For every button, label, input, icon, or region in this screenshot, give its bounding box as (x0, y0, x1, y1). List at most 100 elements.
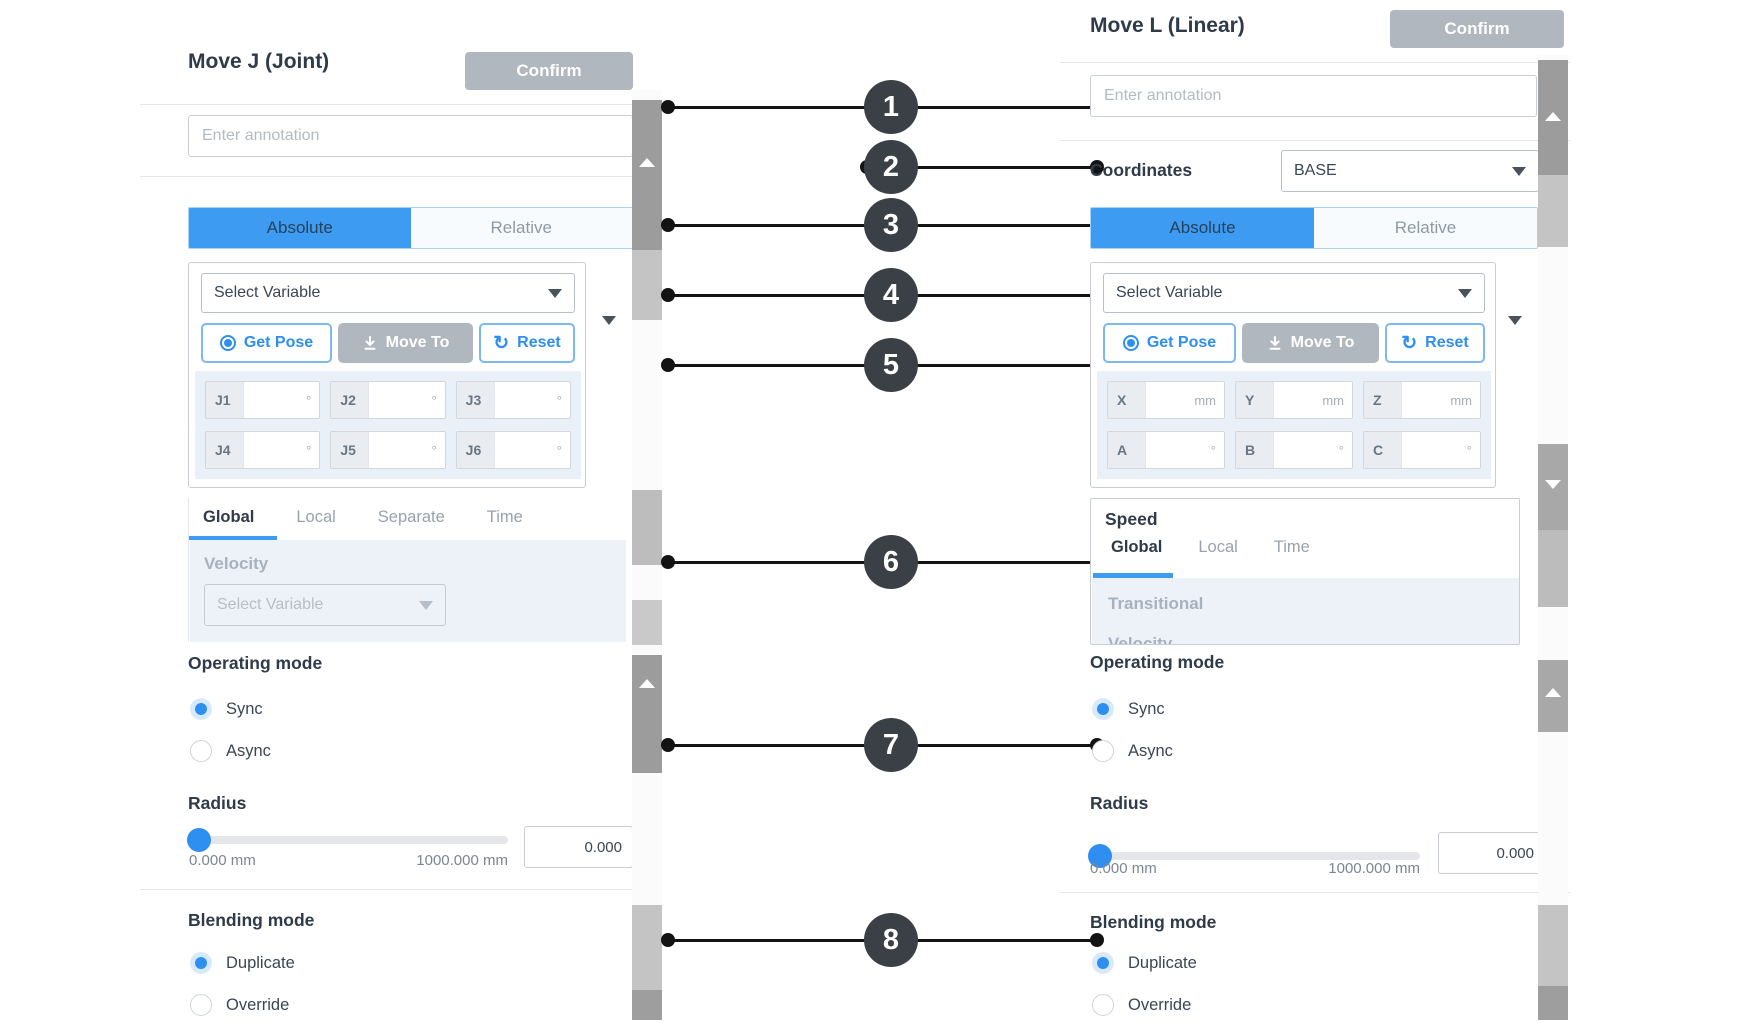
right-radius-value-input[interactable]: 0.000 (1438, 832, 1545, 874)
radio-unselected-icon[interactable] (190, 740, 212, 762)
left-radius-value-input[interactable]: 0.000 (524, 826, 633, 868)
chevron-down-icon (419, 600, 433, 610)
radio-unselected-icon[interactable] (190, 994, 212, 1016)
radio-selected-icon[interactable] (1092, 952, 1114, 974)
left-get-pose-button[interactable]: Get Pose (201, 323, 332, 363)
right-duplicate-radio-row[interactable]: Duplicate (1092, 952, 1197, 974)
radio-unselected-icon[interactable] (1092, 740, 1114, 762)
left-duplicate-radio-row[interactable]: Duplicate (190, 952, 295, 974)
right-scrollbar[interactable] (1538, 55, 1568, 1020)
scrollbar-thumb[interactable] (1538, 444, 1568, 530)
right-override-radio-row[interactable]: Override (1092, 994, 1191, 1016)
left-confirm-button[interactable]: Confirm (465, 52, 633, 90)
left-speed-tabs: Global Local Separate Time (189, 498, 625, 527)
left-move-to-button[interactable]: Move To (338, 323, 473, 363)
move-to-icon (1269, 335, 1281, 350)
left-velocity-label: Velocity (204, 554, 269, 573)
right-sync-radio-row[interactable]: Sync (1092, 698, 1165, 720)
right-tab-relative[interactable]: Relative (1314, 208, 1537, 248)
scroll-up-icon[interactable] (1545, 688, 1561, 697)
scrollbar-thumb[interactable] (1538, 660, 1568, 732)
right-annotation-input[interactable] (1090, 75, 1537, 117)
right-speed-tab-local[interactable]: Local (1198, 538, 1238, 556)
right-move-to-button[interactable]: Move To (1242, 323, 1379, 363)
right-async-radio-row[interactable]: Async (1092, 740, 1173, 762)
left-tab-relative[interactable]: Relative (410, 208, 632, 248)
radio-unselected-icon[interactable] (1092, 994, 1114, 1016)
scrollbar-segment[interactable] (1538, 530, 1568, 607)
pose-field-x: X mm (1107, 381, 1225, 419)
joint-input-j1[interactable] (244, 382, 307, 418)
right-speed-tab-time[interactable]: Time (1273, 538, 1310, 556)
left-async-radio-row[interactable]: Async (190, 740, 271, 762)
joint-input-j4[interactable] (244, 432, 307, 468)
scrollbar-segment[interactable] (632, 905, 662, 990)
pose-input-a[interactable] (1146, 432, 1211, 468)
pose-field-z: Z mm (1363, 381, 1481, 419)
right-confirm-button[interactable]: Confirm (1390, 10, 1564, 48)
left-speed-tab-global[interactable]: Global (203, 508, 255, 526)
left-divider-2 (140, 176, 633, 177)
scrollbar-thumb[interactable] (632, 100, 662, 250)
left-speed-tab-time[interactable]: Time (486, 508, 523, 526)
slider-thumb[interactable] (1088, 844, 1112, 868)
joint-input-j6[interactable] (494, 432, 557, 468)
scrollbar-segment[interactable] (632, 600, 662, 645)
left-override-radio-row[interactable]: Override (190, 994, 289, 1016)
pose-input-x[interactable] (1146, 382, 1195, 418)
right-tab-absolute[interactable]: Absolute (1091, 208, 1314, 248)
radio-selected-icon[interactable] (190, 698, 212, 720)
left-variable-select[interactable]: Select Variable (201, 273, 575, 313)
radio-selected-icon[interactable] (1092, 698, 1114, 720)
left-reset-button[interactable]: ↻ Reset (479, 323, 575, 363)
left-sync-radio-row[interactable]: Sync (190, 698, 263, 720)
scrollbar-segment[interactable] (1538, 175, 1568, 247)
left-panel-title: Move J (Joint) (188, 50, 330, 73)
left-pose-buttons: Get Pose Move To ↻ Reset (201, 323, 575, 363)
scroll-up-icon[interactable] (639, 679, 655, 688)
scrollbar-segment[interactable] (632, 250, 662, 320)
right-blending-mode-heading: Blending mode (1090, 912, 1217, 932)
right-divider-1 (1060, 62, 1570, 63)
radio-selected-icon[interactable] (190, 952, 212, 974)
right-variable-select-label: Select Variable (1116, 284, 1223, 301)
right-pose-buttons: Get Pose Move To ↻ Reset (1103, 323, 1485, 363)
left-radius-slider[interactable] (187, 828, 508, 852)
right-get-pose-button[interactable]: Get Pose (1103, 323, 1236, 363)
right-radius-min-label: 0.000 mm (1090, 860, 1157, 877)
scrollbar-segment[interactable] (632, 990, 662, 1020)
left-scrollbar[interactable] (632, 90, 662, 1020)
pose-input-b[interactable] (1274, 432, 1339, 468)
scrollbar-segment[interactable] (1538, 905, 1568, 986)
right-expander-chevron-down-icon[interactable] (1508, 316, 1522, 325)
pose-input-z[interactable] (1402, 382, 1451, 418)
right-reset-button[interactable]: ↻ Reset (1385, 323, 1485, 363)
right-divider-3 (1060, 892, 1570, 893)
left-expander-chevron-down-icon[interactable] (602, 316, 616, 325)
right-radius-slider[interactable] (1088, 844, 1420, 868)
scroll-down-icon[interactable] (1545, 480, 1561, 489)
right-coordinates-select[interactable]: BASE (1281, 150, 1539, 192)
right-radius-max-label: 1000.000 mm (1328, 860, 1420, 877)
right-variable-select[interactable]: Select Variable (1103, 273, 1485, 313)
scrollbar-thumb[interactable] (1538, 60, 1568, 175)
pose-input-y[interactable] (1274, 382, 1323, 418)
joint-input-j5[interactable] (369, 432, 432, 468)
left-speed-tab-local[interactable]: Local (296, 508, 336, 526)
right-speed-tab-global[interactable]: Global (1111, 538, 1163, 556)
scrollbar-thumb[interactable] (632, 655, 662, 773)
left-velocity-select[interactable]: Select Variable (204, 584, 446, 626)
slider-thumb[interactable] (187, 828, 211, 852)
callout-badge-8: 8 (864, 913, 918, 967)
joint-input-j3[interactable] (494, 382, 557, 418)
reset-icon: ↻ (1401, 332, 1418, 354)
scrollbar-segment[interactable] (632, 490, 662, 565)
scrollbar-segment[interactable] (1538, 986, 1568, 1020)
joint-input-j2[interactable] (369, 382, 432, 418)
scroll-up-icon[interactable] (1545, 112, 1561, 121)
scroll-up-icon[interactable] (639, 158, 655, 167)
left-speed-tab-separate[interactable]: Separate (377, 508, 445, 526)
left-annotation-input[interactable] (188, 115, 633, 157)
left-tab-absolute[interactable]: Absolute (189, 208, 411, 248)
pose-input-c[interactable] (1402, 432, 1467, 468)
